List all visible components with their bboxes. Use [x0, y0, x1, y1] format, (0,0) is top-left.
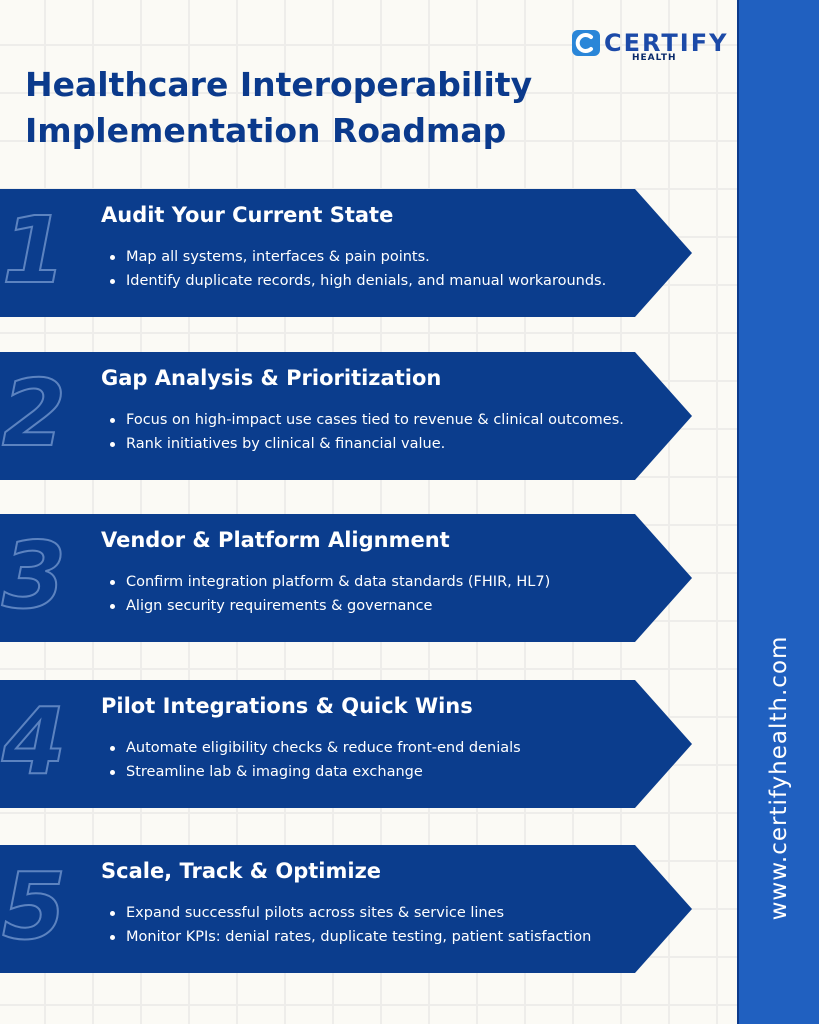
step-bullet-list: Expand successful pilots across sites & …: [108, 901, 591, 949]
step-bullet-list: Confirm integration platform & data stan…: [108, 570, 550, 618]
step-bullet-list: Automate eligibility checks & reduce fro…: [108, 736, 521, 784]
roadmap-step-3: 3 Vendor & Platform Alignment Confirm in…: [0, 514, 692, 642]
website-url[interactable]: www.certifyhealth.com: [766, 635, 792, 921]
step-title: Pilot Integrations & Quick Wins: [101, 694, 473, 718]
roadmap-step-4: 4 Pilot Integrations & Quick Wins Automa…: [0, 680, 692, 808]
step-bullet: Automate eligibility checks & reduce fro…: [108, 736, 521, 760]
step-bullet-list: Map all systems, interfaces & pain point…: [108, 245, 606, 293]
step-number: 3: [1, 521, 67, 630]
roadmap-step-1: 1 Audit Your Current State Map all syste…: [0, 189, 692, 317]
step-bullet: Expand successful pilots across sites & …: [108, 901, 591, 925]
certify-health-logo: CERTIFY HEALTH: [572, 30, 726, 64]
logo-subtitle: HEALTH: [632, 53, 677, 63]
step-bullet: Rank initiatives by clinical & financial…: [108, 432, 624, 456]
step-number: 1: [1, 196, 67, 305]
page-title-line-1: Healthcare Interoperability: [25, 65, 533, 104]
roadmap-step-5: 5 Scale, Track & Optimize Expand success…: [0, 845, 692, 973]
step-title: Audit Your Current State: [101, 203, 394, 227]
step-title: Scale, Track & Optimize: [101, 859, 382, 883]
step-bullet: Focus on high-impact use cases tied to r…: [108, 408, 624, 432]
step-bullet: Map all systems, interfaces & pain point…: [108, 245, 606, 269]
step-number: 5: [1, 852, 67, 961]
page-title-line-2: Implementation Roadmap: [25, 111, 507, 150]
step-title: Vendor & Platform Alignment: [101, 528, 450, 552]
page-title: Healthcare Interoperability Implementati…: [25, 62, 565, 154]
step-bullet: Confirm integration platform & data stan…: [108, 570, 550, 594]
step-bullet: Identify duplicate records, high denials…: [108, 269, 606, 293]
roadmap-step-2: 2 Gap Analysis & Prioritization Focus on…: [0, 352, 692, 480]
step-bullet: Align security requirements & governance: [108, 594, 550, 618]
step-bullet: Monitor KPIs: denial rates, duplicate te…: [108, 925, 591, 949]
step-bullet-list: Focus on high-impact use cases tied to r…: [108, 408, 624, 456]
step-title: Gap Analysis & Prioritization: [101, 366, 442, 390]
step-number: 2: [1, 359, 67, 468]
logo-wordmark: CERTIFY: [604, 29, 729, 57]
step-bullet: Streamline lab & imaging data exchange: [108, 760, 521, 784]
right-sidebar: www.certifyhealth.com: [737, 0, 819, 1024]
logo-c-icon: [572, 30, 600, 56]
step-number: 4: [1, 687, 67, 796]
